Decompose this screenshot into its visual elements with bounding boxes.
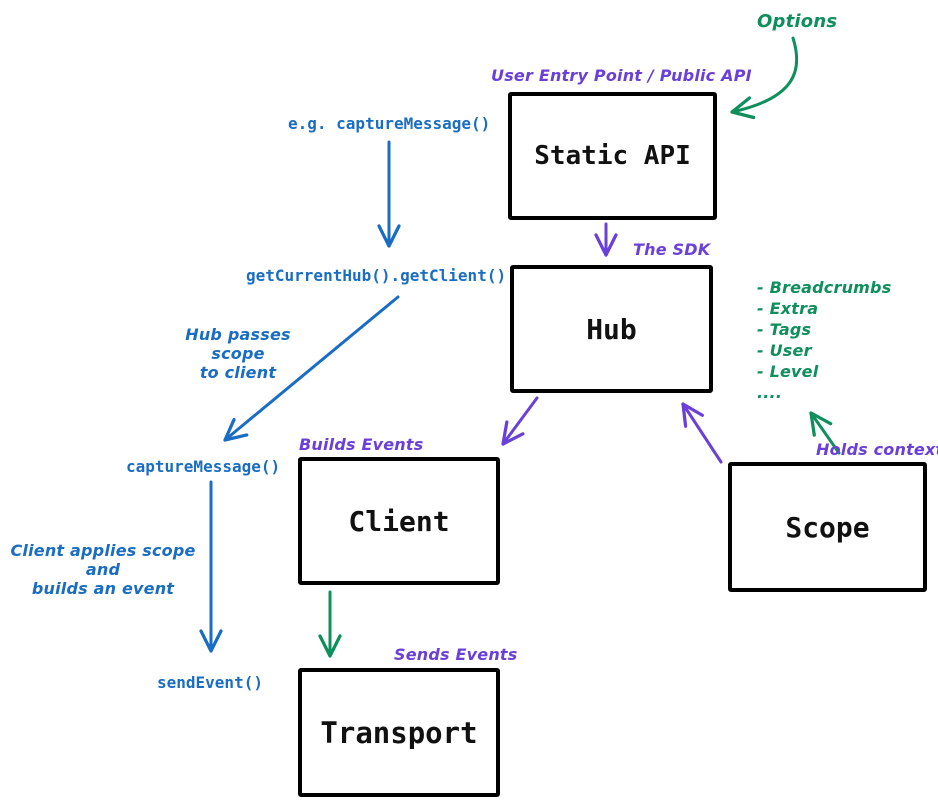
note-hub-passes-scope-line1: Hub passes scope	[185, 325, 291, 363]
context-list-item: - Level	[757, 362, 819, 381]
arrow-scope-to-hub	[681, 402, 723, 464]
note-hub-passes-scope-line2: to client	[199, 363, 277, 382]
annotation-the-sdk: The SDK	[633, 240, 711, 259]
label-capture-message: captureMessage()	[126, 457, 281, 476]
node-hub: Hub	[510, 265, 713, 393]
node-transport: Transport	[298, 668, 500, 797]
context-list-item: ....	[757, 383, 783, 402]
arrow-hub-to-client	[501, 396, 539, 446]
note-client-applies-line1: Client applies scope and	[10, 541, 196, 579]
node-scope: Scope	[728, 462, 927, 592]
node-static-api: Static API	[508, 92, 717, 220]
annotation-sends-events: Sends Events	[394, 645, 518, 664]
node-hub-label: Hub	[586, 312, 637, 346]
annotation-holds-context: Holds context	[816, 440, 938, 459]
context-list-item: - User	[757, 341, 812, 360]
context-list-item: - Extra	[757, 299, 819, 318]
node-transport-label: Transport	[320, 715, 478, 750]
node-client: Client	[298, 457, 500, 585]
note-client-applies-scope: Client applies scope and builds an event	[2, 541, 204, 598]
node-scope-label: Scope	[785, 510, 870, 544]
annotation-user-entry-point: User Entry Point / Public API	[491, 66, 752, 85]
node-static-api-label: Static API	[534, 141, 691, 171]
context-list-item: - Tags	[757, 320, 812, 339]
annotation-builds-events: Builds Events	[299, 435, 424, 454]
label-options: Options	[757, 11, 838, 32]
node-client-label: Client	[348, 504, 450, 538]
label-eg-capture-message: e.g. captureMessage()	[288, 114, 491, 133]
note-client-applies-line2: builds an event	[31, 579, 175, 598]
note-hub-passes-scope: Hub passes scope to client	[158, 325, 318, 382]
context-list-item: - Breadcrumbs	[757, 278, 892, 297]
label-get-current-hub: getCurrentHub().getClient()	[246, 266, 507, 285]
scope-context-list: - Breadcrumbs - Extra - Tags - User - Le…	[757, 277, 891, 403]
label-send-event: sendEvent()	[157, 673, 263, 692]
